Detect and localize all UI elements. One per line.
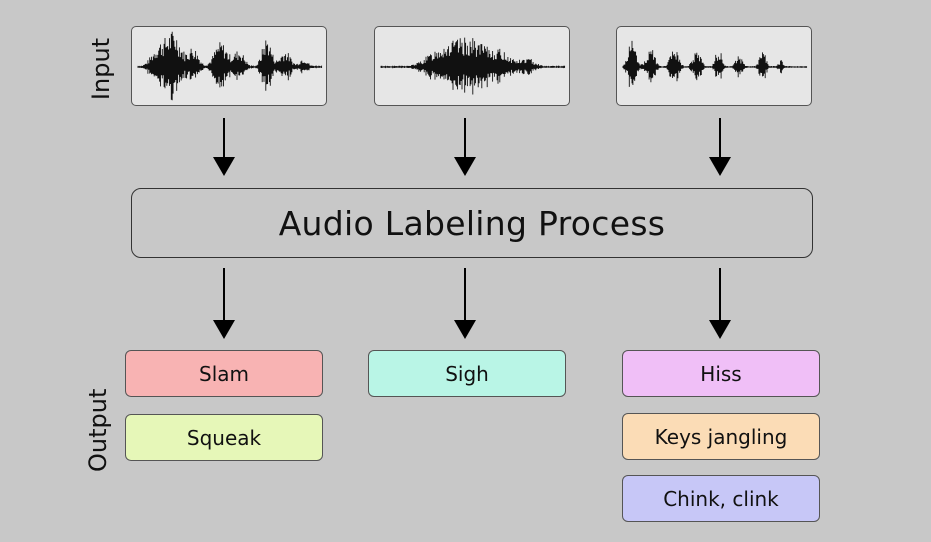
input-waveform-2 bbox=[374, 26, 570, 106]
arrow-input-3 bbox=[709, 118, 731, 176]
input-waveform-3 bbox=[616, 26, 812, 106]
arrow-output-2 bbox=[454, 268, 476, 339]
output-tag-hiss: Hiss bbox=[622, 350, 820, 397]
arrow-input-2 bbox=[454, 118, 476, 176]
output-tag-sigh: Sigh bbox=[368, 350, 566, 397]
arrow-output-1 bbox=[213, 268, 235, 339]
output-tag-keys-jangling: Keys jangling bbox=[622, 413, 820, 460]
waveform-icon bbox=[380, 37, 566, 95]
audio-labeling-process: Audio Labeling Process bbox=[131, 188, 813, 258]
arrow-output-3 bbox=[709, 268, 731, 339]
input-waveform-1 bbox=[131, 26, 327, 106]
arrow-input-1 bbox=[213, 118, 235, 176]
waveform-icon bbox=[137, 31, 323, 101]
output-tag-chink-clink: Chink, clink bbox=[622, 475, 820, 522]
output-tag-squeak: Squeak bbox=[125, 414, 323, 461]
output-tag-slam: Slam bbox=[125, 350, 323, 397]
waveform-icon bbox=[622, 40, 808, 87]
